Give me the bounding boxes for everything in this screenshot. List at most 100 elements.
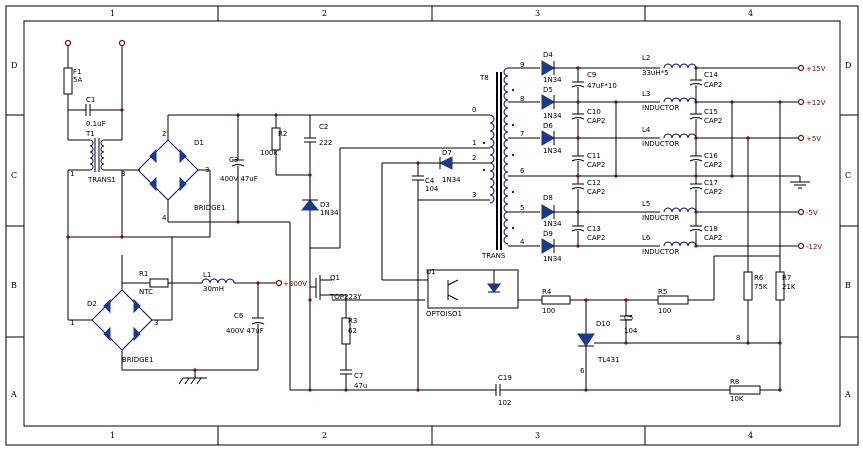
d5-ref: D5	[543, 86, 553, 94]
tl431-pin-8: 8	[736, 334, 740, 342]
c18-value: CAP2	[704, 234, 722, 242]
u1-value: OPTOISO1	[426, 310, 462, 318]
r8-ref: R8	[730, 378, 739, 386]
snubber-network: C3 400V 47uF R2 100k C2 222 D3 1N34	[220, 115, 339, 248]
l4-value: INDUCTOR	[642, 140, 679, 148]
t1-pin-1: 1	[70, 170, 74, 178]
t1-winding-b	[100, 139, 105, 171]
row-label-right-A: A	[844, 390, 851, 399]
r4-value: 100	[542, 307, 555, 315]
l1-ref: L1	[203, 271, 211, 279]
t1-ref: T1	[85, 130, 95, 138]
r1-ref: R1	[139, 270, 148, 278]
c14-value: CAP2	[704, 81, 722, 89]
c16-ref: C16	[704, 152, 718, 160]
bridge-d2: D2 BRIDGE1 1 3 R1 NTC L1 30mH +300V C6 4…	[67, 236, 307, 385]
c7-value: 47u	[354, 382, 367, 390]
l4-ref: L4	[642, 126, 651, 134]
d7-value: 1N34	[442, 176, 461, 184]
c18-ref: C18	[704, 225, 718, 233]
r6-ref: R6	[754, 274, 764, 282]
d6-value: 1N34	[543, 147, 562, 155]
t8-pin-4: 4	[520, 238, 525, 246]
d1-pin-4: 4	[162, 214, 167, 222]
d4-value: 1N34	[543, 76, 562, 84]
r1-value: NTC	[139, 288, 153, 296]
c13-value: CAP2	[587, 234, 605, 242]
t8-pin-2: 2	[472, 154, 476, 162]
row-label-left-B: B	[11, 281, 17, 290]
col-label-top-2: 2	[322, 9, 327, 18]
row-label-right-D: D	[845, 61, 851, 70]
c10-ref: C10	[587, 108, 601, 116]
d1-pin-2: 2	[162, 130, 166, 138]
t8-pin-8: 8	[520, 95, 524, 103]
c1-value: 0.1uF	[86, 120, 106, 128]
c13-ref: C13	[587, 225, 601, 233]
r2-value: 100k	[260, 149, 278, 157]
row-label-right-C: C	[845, 171, 851, 180]
c2-value: 222	[319, 139, 332, 147]
output-capacitors: C9 47uF*10 C10 CAP2 C11 CAP2 C12 CAP2 C1…	[571, 68, 733, 246]
bridge-d1: D1 BRIDGE1 2 3 4	[137, 114, 340, 237]
output-12v: +12V	[806, 99, 826, 107]
q1-ref: Q1	[330, 274, 340, 282]
c12-ref: C12	[587, 179, 601, 187]
row-label-left-A: A	[10, 390, 17, 399]
t8-pin-3: 3	[472, 191, 476, 199]
c4-ref: C4	[425, 177, 435, 185]
r5-value: 100	[658, 307, 671, 315]
output-neg5v: -5V	[806, 209, 818, 217]
c5-value: 104	[624, 327, 638, 335]
d6-ref: D6	[543, 122, 553, 130]
d10-ref: D10	[596, 320, 610, 328]
col-label-bottom-4: 4	[748, 431, 753, 440]
t1-winding-a	[89, 139, 94, 171]
c11-ref: C11	[587, 152, 601, 160]
col-label-top-4: 4	[748, 9, 753, 18]
c9-ref: C9	[587, 71, 596, 79]
c16-value: CAP2	[704, 161, 722, 169]
input-section: F1 5A C1 0.1uF T1 TRANS1 1 3	[63, 39, 140, 237]
d8-value: 1N34	[543, 220, 562, 228]
l1-value: 30mH	[203, 285, 224, 293]
optocoupler-u1	[427, 269, 519, 309]
output-15v: +15V	[806, 65, 826, 73]
l5-value: INDUCTOR	[642, 214, 679, 222]
c5-ref: C5	[624, 314, 633, 322]
c9-value: 47uF*10	[587, 82, 617, 90]
t8-pin-0: 0	[472, 106, 476, 114]
c19-ref: C19	[498, 374, 512, 382]
col-label-top-3: 3	[535, 9, 540, 18]
d3-ref: D3	[320, 201, 330, 209]
c1-ref: C1	[86, 96, 95, 104]
t8-pin-6: 6	[520, 167, 525, 175]
l3-value: INDUCTOR	[642, 104, 679, 112]
d2-ref: D2	[87, 300, 97, 308]
switch-q1: Q1 TOP223Y R3 62 C7 47u	[309, 147, 480, 390]
t8-value: TRANS	[481, 252, 506, 260]
d8-ref: D8	[543, 194, 553, 202]
ac-input-terminal-1	[64, 39, 72, 47]
r2-ref: R2	[278, 130, 287, 138]
col-label-top-1: 1	[110, 9, 115, 18]
c14-ref: C14	[704, 71, 718, 79]
t8-pin-9: 9	[520, 61, 524, 69]
c7-ref: C7	[354, 372, 363, 380]
r5-ref: R5	[658, 288, 667, 296]
r3-ref: R3	[348, 317, 357, 325]
d2-value: BRIDGE1	[122, 356, 153, 364]
c12-value: CAP2	[587, 188, 605, 196]
junctions	[66, 66, 782, 392]
c6-ref: C6	[234, 312, 244, 320]
f1-value: 5A	[73, 76, 82, 84]
t8-ref: T8	[479, 74, 489, 82]
t8-pin-5: 5	[520, 204, 524, 212]
l6-value: INDUCTOR	[642, 248, 679, 256]
fuse-f1	[63, 67, 73, 95]
t8-pin-7: 7	[520, 130, 524, 138]
r6-value: 75K	[754, 283, 768, 291]
row-label-left-D: D	[11, 61, 17, 70]
row-label-left-C: C	[11, 171, 17, 180]
